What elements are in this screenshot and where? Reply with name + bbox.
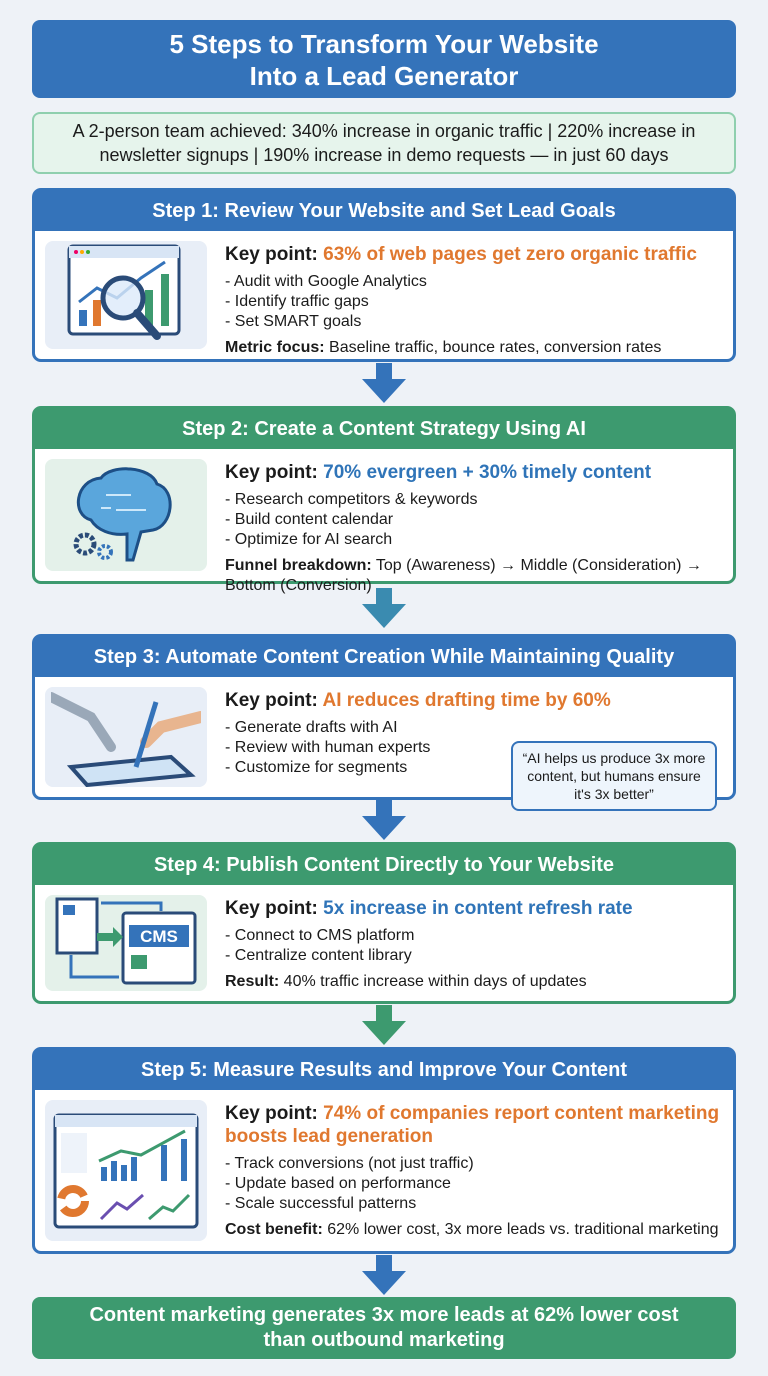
arrow-down-icon [362,1005,406,1045]
dashboard-charts-icon [45,1100,207,1241]
bullet: - Build content calendar [225,511,394,528]
step-title: Step 2: Create a Content Strategy Using … [182,418,586,440]
step-title: Step 5: Measure Results and Improve Your… [140,1059,628,1081]
key-point-label: Key point: [225,1103,318,1124]
bullet: - Audit with Google Analytics [225,273,427,290]
step-2-card: Step 2: Create a Content Strategy Using … [32,406,736,594]
stats-banner: A 2-person team achieved: 340% increase … [32,112,736,174]
key-point-label: Key point: [225,462,318,483]
step-4-card: Step 4: Publish Content Directly to Your… [32,842,736,1004]
robot-human-hand-icon [45,687,207,787]
ai-brain-icon [45,459,207,571]
bullet: - Set SMART goals [225,313,362,330]
bullet: - Centralize content library [225,947,412,964]
conclusion-line: Content marketing generates 3x more lead… [89,1304,679,1326]
bullet: - Generate drafts with AI [225,719,398,736]
bullet: - Update based on performance [225,1175,451,1192]
arrow-down-icon [362,1255,406,1295]
title-line: Into a Lead Generator [249,61,519,91]
extra-text: Top (Awareness) → Middle (Consideration)… [225,557,702,594]
key-point-text: AI reduces drafting time by 60% [322,690,611,711]
bullet: - Research competitors & keywords [225,491,478,508]
extra-text: 62% lower cost, 3x more leads vs. tradit… [322,1221,719,1238]
extra-label: Funnel breakdown: [225,557,372,574]
key-point-label: Key point: [225,898,318,919]
extra-label: Cost benefit: [225,1221,323,1238]
arrow-down-icon [362,588,406,628]
extra-label: Result: [225,973,280,990]
page-title: 5 Steps to Transform Your Website Into a… [32,20,736,98]
stats-line: newsletter signups | 190% increase in de… [99,145,669,165]
arrow-down-icon [362,800,406,840]
step-1-card: Step 1: Review Your Website and Set Lead… [32,188,736,362]
conclusion-line: than outbound marketing [263,1329,505,1351]
key-point-text: 74% of companies report content marketin… [225,1103,720,1147]
bullet: - Track conversions (not just traffic) [225,1155,474,1172]
bullet: - Connect to CMS platform [225,927,415,944]
bullet: - Review with human experts [225,739,431,756]
key-point-text: 70% evergreen + 30% timely content [323,462,652,483]
stats-line: A 2-person team achieved: 340% increase … [72,121,696,141]
bullet: - Customize for segments [225,759,408,776]
step-title: Step 3: Automate Content Creation While … [93,646,675,668]
extra-text: 40% traffic increase within days of upda… [279,973,587,990]
analytics-magnifier-icon [45,241,207,349]
step-3-card: Step 3: Automate Content Creation While … [32,634,736,811]
step-title: Step 4: Publish Content Directly to Your… [153,854,615,876]
extra-text: Baseline traffic, bounce rates, conversi… [324,339,662,356]
extra-label: Metric focus: [225,339,325,356]
key-point-text: 63% of web pages get zero organic traffi… [323,244,697,265]
conclusion-banner: Content marketing generates 3x more lead… [32,1297,736,1359]
cms-label: CMS [140,927,178,946]
key-point-label: Key point: [225,244,318,265]
cms-publish-icon: CMS [45,895,207,991]
quote-bubble: “AI helps us produce 3x more content, bu… [511,741,717,811]
bullet: - Scale successful patterns [225,1195,417,1212]
arrow-down-icon [362,363,406,403]
step-title: Step 1: Review Your Website and Set Lead… [152,200,616,222]
key-point-text: 5x increase in content refresh rate [323,898,633,919]
bullet: - Optimize for AI search [225,531,393,548]
key-point-label: Key point: [225,690,318,711]
step-5-card: Step 5: Measure Results and Improve Your… [32,1047,736,1254]
title-line: 5 Steps to Transform Your Website [169,29,599,59]
bullet: - Identify traffic gaps [225,293,369,310]
